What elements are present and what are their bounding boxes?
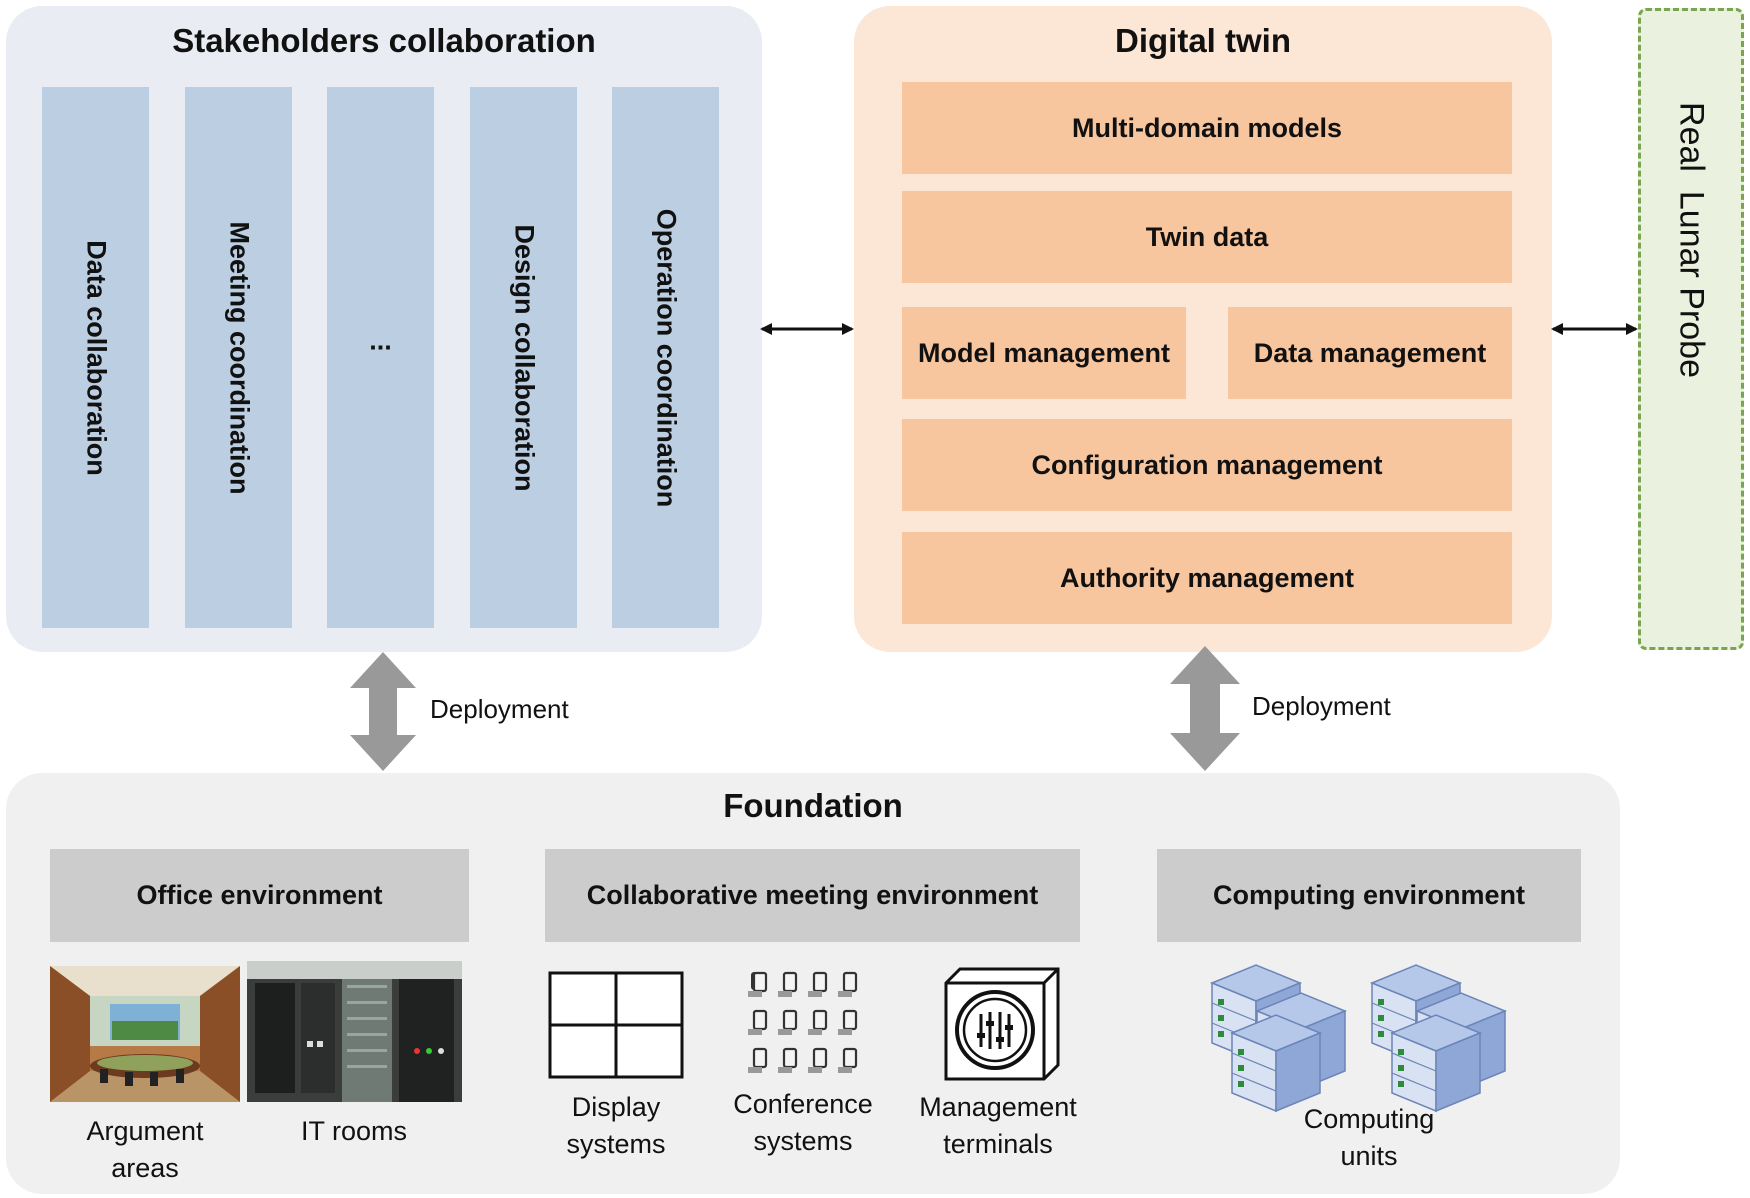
computing-units-caption: Computing units [1259, 1101, 1479, 1175]
digital-twin-panel: Digital twin Multi-domain models Twin da… [854, 6, 1552, 652]
collaborative-meeting-environment-box: Collaborative meeting environment [545, 849, 1080, 942]
column-ellipsis: ... [327, 87, 434, 628]
display-systems-caption: Display systems [516, 1089, 716, 1163]
argument-areas-caption: Argument areas [45, 1113, 245, 1187]
computing-caption-line2: units [1340, 1141, 1398, 1171]
display-systems-icon [548, 971, 684, 1079]
computing-caption-line1: Computing [1303, 1104, 1435, 1134]
computing-units-icon [1211, 964, 1506, 1112]
it-rooms-caption: IT rooms [300, 1116, 408, 1146]
office-environment-box: Office environment [50, 849, 469, 942]
deployment-arrow-left [350, 652, 416, 771]
management-caption-line2: terminals [943, 1129, 1053, 1159]
conference-caption-line1: Conference [733, 1089, 873, 1119]
model-management-box: Model management [902, 307, 1186, 399]
multi-domain-models-box: Multi-domain models [902, 82, 1512, 174]
conference-caption-line2: systems [753, 1126, 853, 1156]
management-terminals-icon [944, 967, 1060, 1081]
foundation-panel: Foundation Office environment Collaborat… [6, 773, 1620, 1194]
computing-environment-box: Computing environment [1157, 849, 1581, 942]
argument-caption-line2: areas [111, 1153, 179, 1183]
deployment-label-right: Deployment [1252, 691, 1391, 721]
management-caption-line1: Management [919, 1092, 1077, 1122]
argument-caption-line1: Argument [86, 1116, 204, 1146]
conference-systems-icon [748, 971, 858, 1073]
column-design-collaboration: Design collaboration [470, 87, 577, 628]
deployment-label-left: Deployment [430, 694, 569, 724]
data-management-box: Data management [1228, 307, 1512, 399]
display-caption-line1: Display [571, 1092, 661, 1122]
stakeholders-panel: Stakeholders collaboration Data collabor… [6, 6, 762, 652]
display-caption-line2: systems [566, 1129, 666, 1159]
real-lunar-probe-box: Real Lunar Probe [1638, 8, 1744, 650]
authority-management-box: Authority management [902, 532, 1512, 624]
management-terminals-caption: Management terminals [893, 1089, 1103, 1163]
column-label: ... [369, 325, 392, 356]
deployment-arrow-right [1170, 646, 1240, 771]
argument-area-photo [50, 966, 240, 1102]
column-meeting-coordination: Meeting coordination [185, 87, 292, 628]
column-operation-coordination: Operation coordination [612, 87, 719, 628]
digital-twin-title: Digital twin [1115, 22, 1291, 59]
twin-data-box: Twin data [902, 191, 1512, 283]
conference-systems-caption: Conference systems [703, 1086, 903, 1160]
it-rooms-photo [247, 961, 462, 1102]
configuration-management-box: Configuration management [902, 419, 1512, 511]
stakeholders-title: Stakeholders collaboration [172, 22, 596, 59]
foundation-title: Foundation [723, 787, 903, 824]
column-data-collaboration: Data collaboration [42, 87, 149, 628]
